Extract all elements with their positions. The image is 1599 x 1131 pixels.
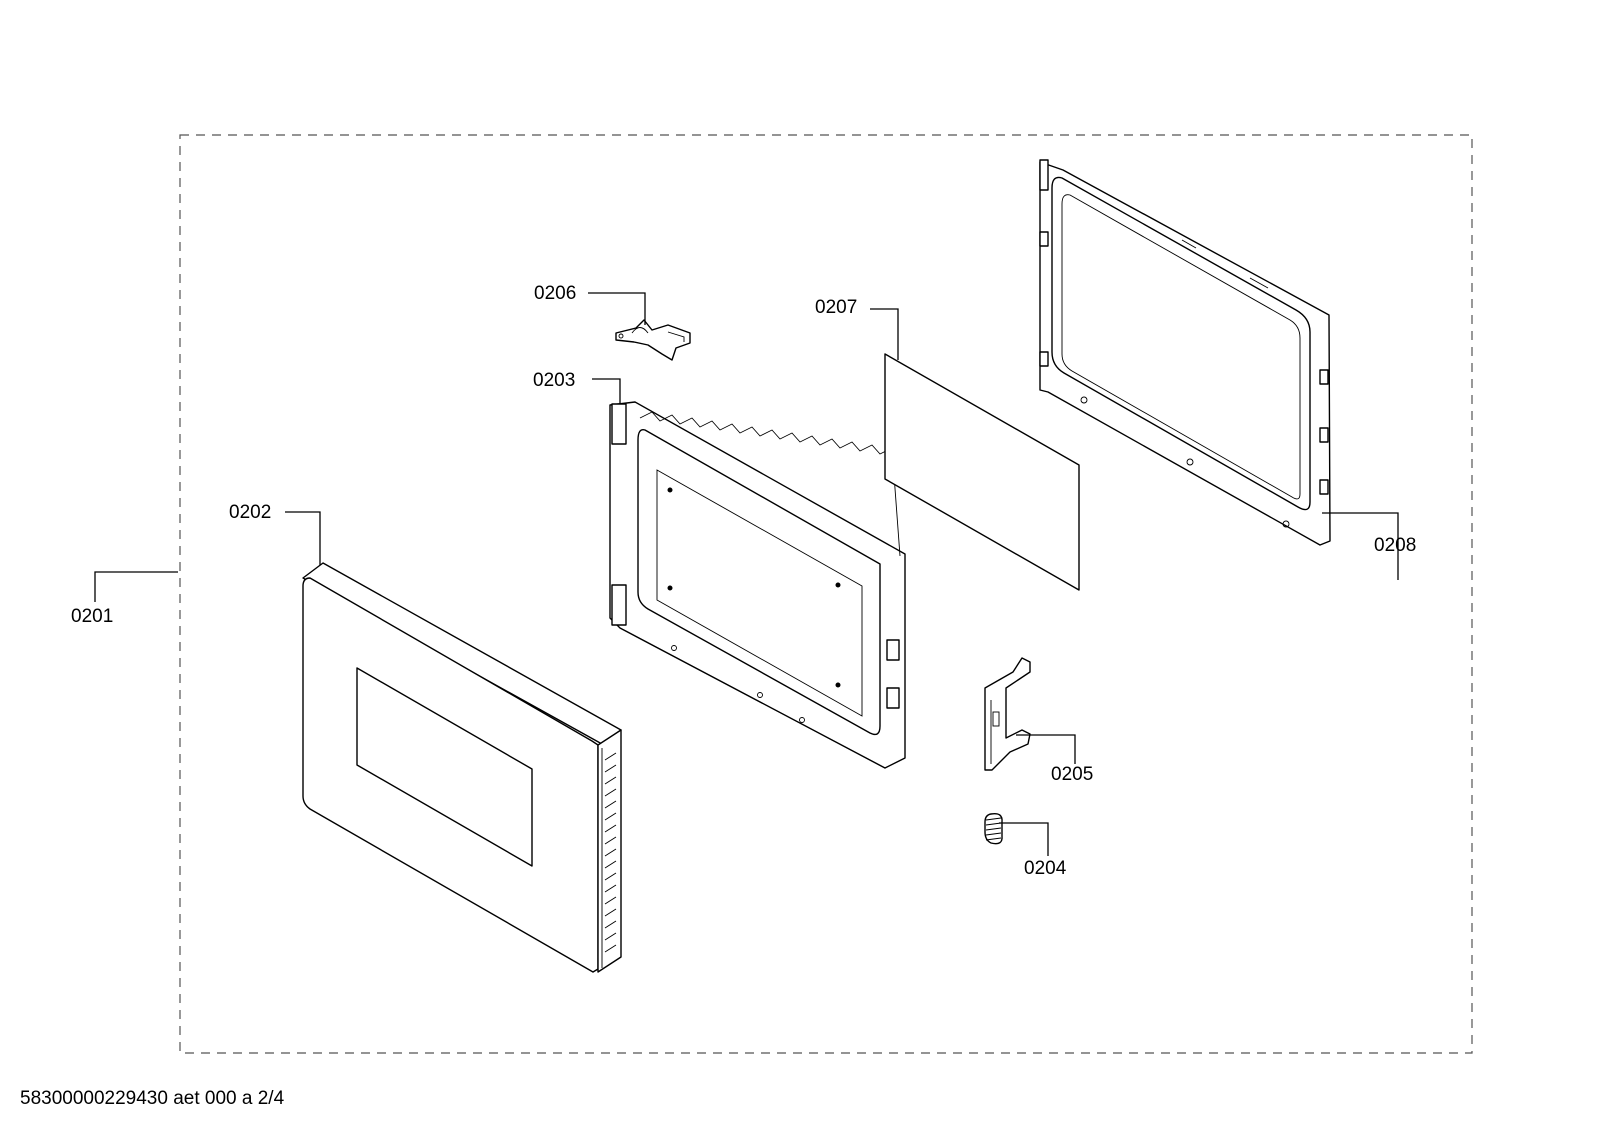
- label-0207: 0207: [815, 297, 857, 318]
- label-0202: 0202: [229, 502, 271, 523]
- label-0208: 0208: [1374, 535, 1416, 556]
- part-0207-glass-pane[interactable]: [884, 353, 1080, 591]
- leader-lines: [94, 292, 1399, 856]
- label-0201: 0201: [71, 606, 113, 627]
- part-0202-door-front[interactable]: [302, 562, 622, 973]
- label-0205: 0205: [1051, 764, 1093, 785]
- document-reference: 58300000229430 aet 000 a 2/4: [20, 1088, 285, 1109]
- part-0203-inner-frame[interactable]: [609, 401, 906, 769]
- part-0208-outer-frame[interactable]: [1039, 159, 1331, 546]
- assembly-boundary: [179, 134, 1473, 1054]
- part-0204-spring[interactable]: [984, 812, 1003, 845]
- part-0206-hinge-bracket[interactable]: [615, 319, 691, 361]
- label-0203: 0203: [533, 370, 575, 391]
- label-0204: 0204: [1024, 858, 1067, 879]
- label-0206: 0206: [534, 283, 576, 304]
- part-0205-latch-hook[interactable]: [984, 657, 1031, 771]
